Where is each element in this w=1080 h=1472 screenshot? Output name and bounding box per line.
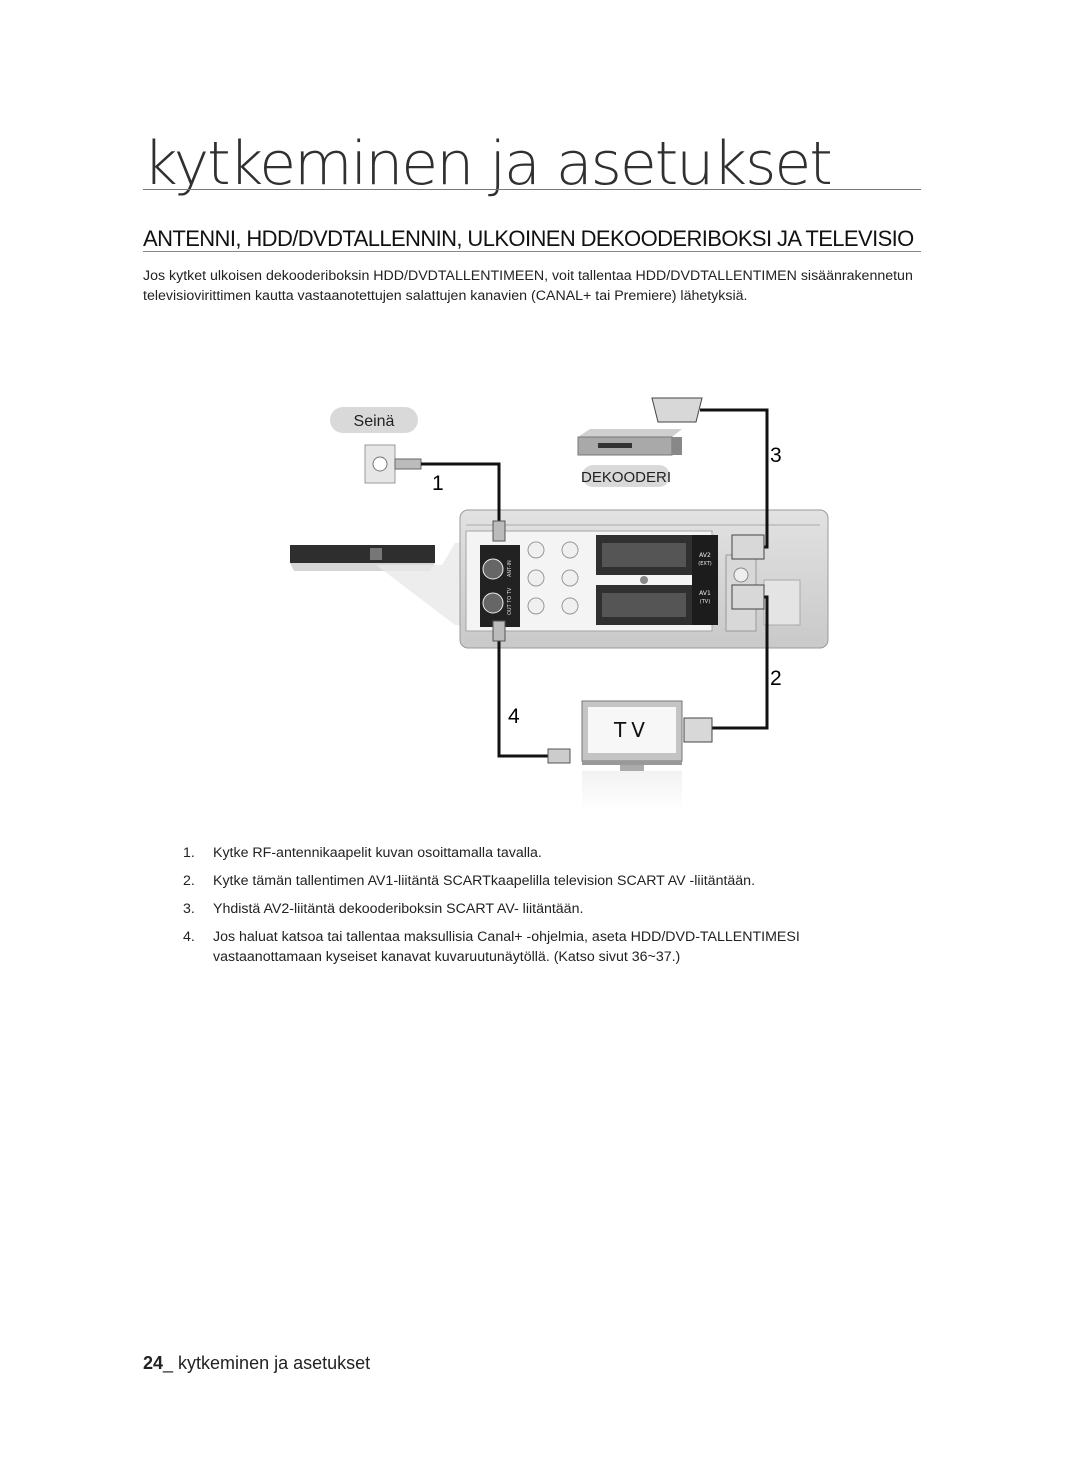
av2-label: AV2 bbox=[699, 552, 711, 559]
step-item: 2. Kytke tämän tallentimen AV1-liitäntä S… bbox=[183, 871, 883, 891]
page-footer: 24_ kytkeminen ja asetukset bbox=[143, 1353, 370, 1374]
scart-plug-av2 bbox=[731, 534, 765, 560]
rear-panel: ANT-IN OUT TO TV AV2 (EXT) AV1 (TV) bbox=[459, 509, 829, 649]
cable-out-to-tv bbox=[497, 625, 550, 758]
section-rule bbox=[143, 251, 921, 252]
step-list: 1. Kytke RF-antennikaapelit kuvan osoitta… bbox=[183, 843, 883, 975]
step-item: 4. Jos haluat katsoa tai tallentaa maksul… bbox=[183, 927, 883, 967]
out-to-tv-jack bbox=[482, 592, 504, 614]
out-to-tv-label: OUT TO TV bbox=[507, 587, 513, 615]
tv-label: TV bbox=[613, 718, 650, 742]
connectors bbox=[492, 397, 765, 764]
step-number: 4. bbox=[183, 929, 195, 945]
av1-sublabel: (TV) bbox=[700, 599, 710, 605]
step-number-2: 2 bbox=[770, 667, 782, 690]
tv-icon bbox=[581, 700, 683, 811]
wall-label-pill bbox=[330, 407, 418, 433]
step-number-3: 3 bbox=[770, 444, 782, 467]
section-title: ANTENNI, HDD/DVDTALLENNIN, ULKOINEN DEKO… bbox=[143, 226, 914, 251]
step-text: Kytke tämän tallentimen AV1-liitäntä SCA… bbox=[213, 873, 756, 889]
step-number: 2. bbox=[183, 873, 195, 889]
scart-plug-av1 bbox=[731, 584, 765, 610]
cable-wall-to-antenna-in bbox=[421, 462, 501, 523]
antenna-in-label: ANT-IN bbox=[507, 560, 513, 577]
scart-plug-tv bbox=[683, 717, 713, 743]
step-item: 3. Yhdistä AV2-liitäntä dekooderiboksin S… bbox=[183, 899, 883, 919]
wall-label: Seinä bbox=[354, 413, 395, 430]
footer-separator: _ bbox=[163, 1353, 174, 1373]
step-item: 1. Kytke RF-antennikaapelit kuvan osoitta… bbox=[183, 843, 883, 863]
wall-socket-icon bbox=[364, 444, 422, 484]
intro-paragraph: Jos kytket ulkoisen dekooderiboksin HDD/… bbox=[143, 268, 913, 304]
av1-label: AV1 bbox=[699, 590, 711, 597]
decoder-label-pill bbox=[582, 465, 670, 487]
footer-text: kytkeminen ja asetukset bbox=[173, 1353, 371, 1373]
decoder-icon bbox=[577, 429, 682, 456]
decoder-label: DEKOODERI bbox=[581, 469, 671, 486]
chapter-title: kytkeminen ja asetukset bbox=[143, 129, 833, 199]
antenna-in-jack bbox=[482, 558, 504, 580]
wall-label-group: Seinä bbox=[330, 407, 418, 433]
step-number: 1. bbox=[183, 845, 195, 861]
scart-plug-decoder bbox=[651, 397, 703, 423]
page-number: 24 bbox=[143, 1353, 164, 1373]
av2-sublabel: (EXT) bbox=[698, 561, 712, 567]
step-number: 3. bbox=[183, 901, 195, 917]
step-number-1: 1 bbox=[432, 472, 444, 495]
connection-diagram: Seinä DEKOODERI ANT-IN OUT TO TV bbox=[290, 397, 829, 811]
chapter-rule bbox=[143, 189, 921, 190]
step-text: Yhdistä AV2-liitäntä dekooderiboksin SCA… bbox=[213, 901, 584, 917]
step-text: Jos haluat katsoa tai tallentaa maksulli… bbox=[213, 929, 800, 965]
step-number-4: 4 bbox=[508, 705, 520, 728]
step-text: Kytke RF-antennikaapelit kuvan osoittama… bbox=[213, 845, 542, 861]
